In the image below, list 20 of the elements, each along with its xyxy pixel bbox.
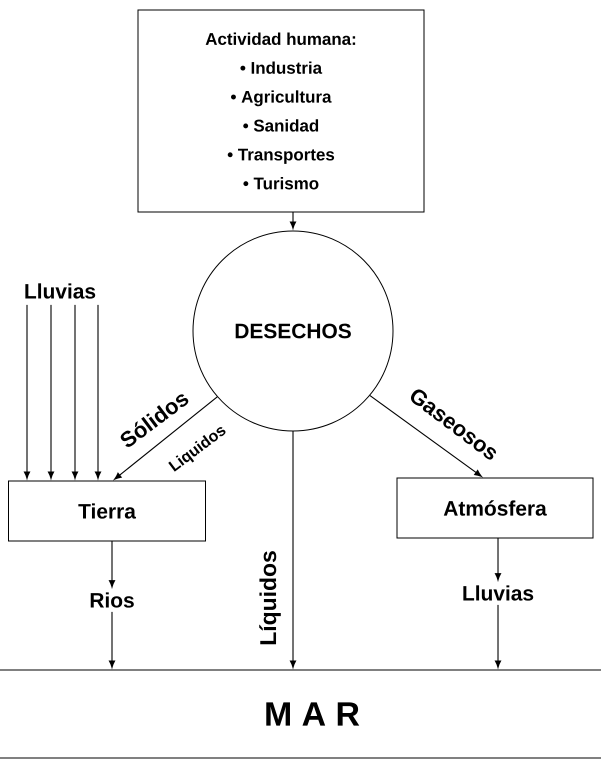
atmosphere-box: Atmósfera (396, 478, 594, 538)
arrow (370, 395, 482, 477)
arrow (48, 304, 54, 479)
arrow (72, 304, 78, 479)
arrow (290, 212, 296, 229)
label-text: Rios (90, 592, 134, 608)
sea-box: M A R (0, 670, 601, 758)
arrow (114, 396, 218, 480)
arrow (94, 304, 102, 479)
land-box: Tierra (8, 480, 206, 542)
label-text: Lluvias (463, 585, 534, 601)
arrow (108, 612, 116, 668)
arrow (494, 604, 502, 668)
activity-box: Actividad humana: • Industria • Agricultura • Sanidad • Transportes • Turismo (138, 10, 424, 212)
label-text: Lluvias (25, 283, 96, 299)
arrow (24, 304, 30, 479)
arrow (494, 538, 502, 580)
arrow (290, 432, 296, 668)
edge-label: Líquidos (259, 551, 281, 644)
arrow (108, 542, 116, 588)
